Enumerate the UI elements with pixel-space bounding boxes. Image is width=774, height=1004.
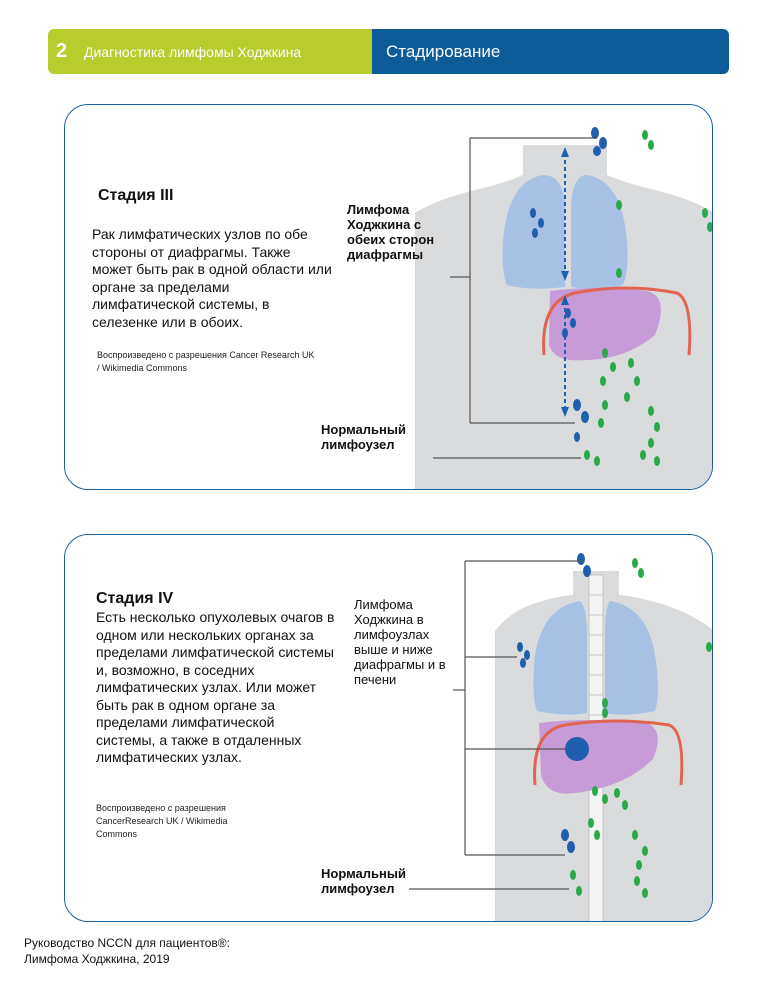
diaphragm-line [542, 286, 692, 356]
stage4-card: Стадия IV Есть несколько опухолевых очаг… [64, 534, 713, 922]
footer-line-1: Руководство NCCN для пациентов®: [24, 936, 230, 950]
normal-nodes [570, 558, 712, 898]
footer-line-2: Лимфома Ходжкина, 2019 [24, 952, 170, 966]
stage3-normal-node-label: Нормальный лимфоузел [321, 422, 406, 452]
stage4-credit: Воспроизведено с разрешения CancerResear… [96, 803, 228, 839]
stage4-normal-node-label: Нормальный лимфоузел [321, 866, 406, 896]
liver [539, 720, 658, 794]
stage3-credit: Воспроизведено с разрешения Cancer Resea… [97, 350, 315, 373]
stage3-body-illustration [415, 127, 712, 489]
cancer-nodes [517, 553, 591, 853]
liver [549, 288, 661, 361]
page-footer: Руководство NCCN для пациентов®: Лимфома… [24, 935, 230, 967]
liver-tumor [565, 737, 589, 761]
stage4-description: Есть несколько опухолевых очагов в одном… [96, 609, 335, 765]
stage4-body-illustration [409, 553, 712, 921]
stage4-title: Стадия IV [96, 590, 174, 607]
diaphragm-line [533, 719, 684, 786]
chapter-number: 2 [56, 40, 68, 62]
section-title: Диагностика лимфомы Ходжкина [84, 43, 302, 60]
stage3-lymphoma-label: Лимфома Ходжкина с обеих сторон диафрагм… [347, 202, 435, 262]
stage3-card: Стадия III Рак лимфатических узлов по об… [64, 104, 713, 490]
stage3-title: Стадия III [98, 187, 174, 204]
cancer-nodes [530, 127, 607, 442]
stage4-lymphoma-label: Лимфома Ходжкина в лимфоузлах выше и ниж… [354, 597, 446, 687]
normal-nodes [584, 130, 712, 466]
right-lung [605, 601, 658, 715]
left-lung [533, 601, 587, 715]
page-header: 2 Диагностика лимфомы Ходжкина Стадирова… [48, 29, 729, 74]
section-banner: 2 Диагностика лимфомы Ходжкина [48, 29, 372, 74]
stage3-description: Рак лимфатических узлов по обе стороны о… [92, 226, 332, 330]
page-title: Стадирование [372, 29, 729, 74]
right-lung [571, 175, 628, 289]
